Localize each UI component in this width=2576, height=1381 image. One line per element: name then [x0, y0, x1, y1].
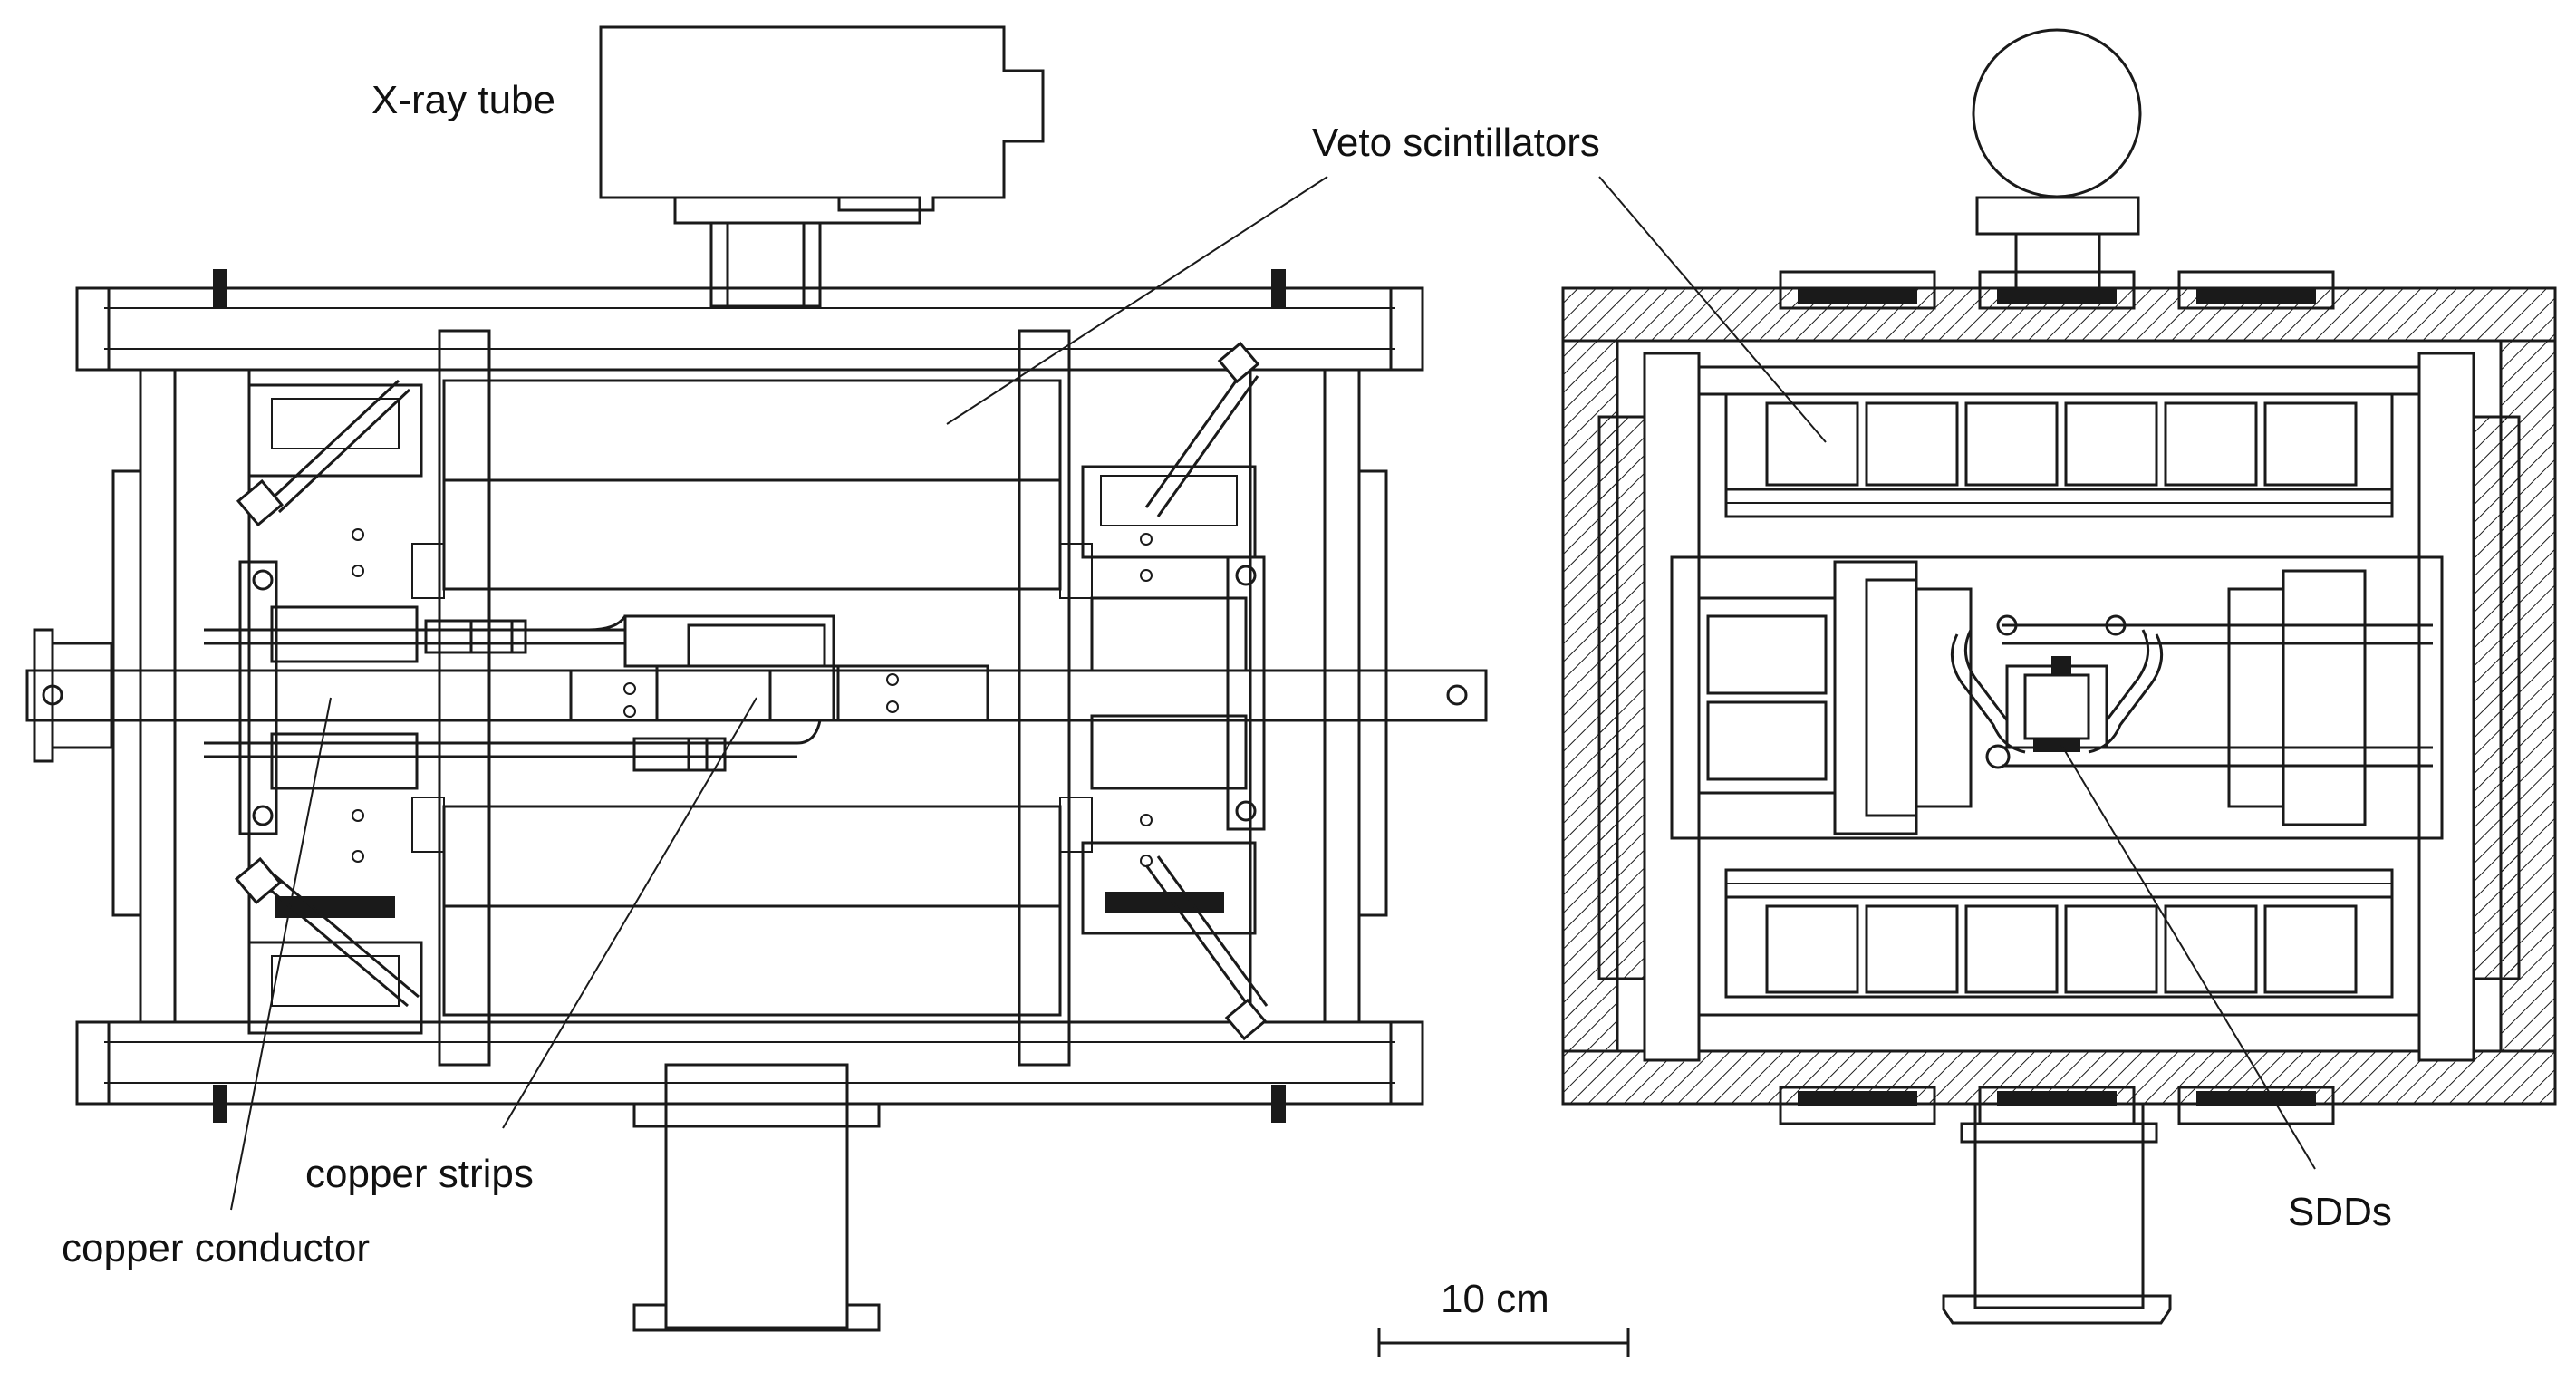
right-electronics: [1081, 341, 1269, 1041]
outer-frame: [75, 269, 1424, 1123]
support-right: [1018, 329, 1071, 1067]
scale-bar: [1377, 1328, 1630, 1357]
central-bar: [25, 628, 1488, 763]
middle-chamber: [1670, 555, 2444, 840]
leader-sdds: [2060, 744, 2316, 1170]
label-sdds: SDDs: [2288, 1190, 2392, 1234]
xray-tube-part: [599, 25, 1045, 308]
housing: [1561, 286, 2557, 1106]
lower-scintillator: [411, 797, 1093, 1017]
lower-scintillator-row: [1697, 868, 2421, 1053]
label-copper-conductor: copper conductor: [62, 1226, 370, 1270]
leader-veto-left: [946, 176, 1328, 425]
sdd-assembly: [1950, 614, 2164, 769]
support-left: [438, 329, 491, 1067]
upper-scintillator-row: [1697, 365, 2421, 518]
label-copper-strips: copper strips: [305, 1152, 534, 1196]
side-view: [25, 25, 1488, 1332]
front-bottom-port: [1942, 1102, 2172, 1325]
leader-copper-conductor: [230, 697, 332, 1211]
leader-veto-right: [1598, 176, 1827, 443]
label-xray-tube: X-ray tube: [371, 78, 555, 122]
upper-scintillator: [411, 379, 1093, 599]
leader-copper-strips: [502, 697, 757, 1129]
copper-strips-part: [204, 614, 989, 772]
front-view: [1561, 28, 2557, 1325]
bottom-port: [632, 1063, 881, 1332]
scale-bar-label: 10 cm: [1441, 1277, 1549, 1321]
connectors: [1779, 270, 2335, 1125]
label-veto-scintillators: Veto scintillators: [1312, 121, 1600, 165]
leader-lines: [230, 176, 2316, 1211]
top-flange: [1972, 28, 2142, 198]
left-electronics: [234, 379, 423, 1035]
